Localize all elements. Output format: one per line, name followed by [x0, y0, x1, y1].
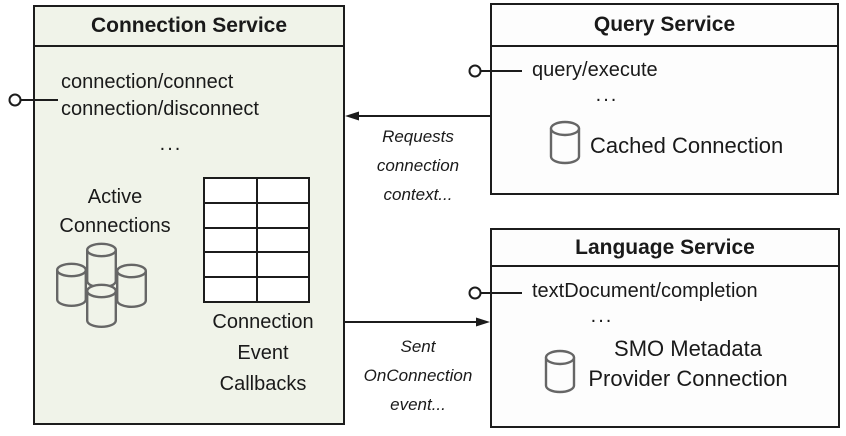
method-textdocument-completion: textDocument/completion	[532, 280, 758, 302]
language-service-title: Language Service	[492, 230, 838, 267]
query-service-box: Query Service query/execute ... Cached C…	[490, 3, 839, 195]
grid-cell	[257, 203, 308, 227]
sent-onconnection-event-label: Sent OnConnection event...	[363, 337, 473, 414]
active-connections-label: Active Connections	[59, 186, 171, 237]
sent-event-arrow	[345, 317, 490, 327]
grid-cell	[205, 253, 256, 277]
database-cylinder-icon	[549, 120, 581, 165]
grid-cell	[205, 179, 256, 202]
method-query-execute: query/execute	[532, 59, 658, 81]
query-service-title: Query Service	[492, 5, 837, 47]
database-cylinder-icon	[544, 349, 576, 394]
grid-cell	[257, 278, 308, 301]
cylinder-bottom	[85, 283, 118, 329]
requests-arrow	[345, 111, 490, 121]
grid-cell	[205, 228, 256, 252]
connection-event-callbacks-label: Connection Event Callbacks	[212, 311, 314, 395]
smo-metadata-provider-label: SMO Metadata Provider Connection	[588, 336, 788, 391]
grid-cell	[257, 228, 308, 252]
grid-cell	[257, 179, 308, 202]
cylinder-left	[55, 262, 88, 308]
connection-service-title: Connection Service	[35, 7, 343, 47]
query-methods-ellipsis: ...	[595, 84, 619, 106]
grid-cell	[205, 203, 256, 227]
method-connection-disconnect: connection/disconnect	[61, 98, 259, 120]
grid-cell	[257, 253, 308, 277]
method-connection-connect: connection/connect	[61, 71, 234, 93]
requests-connection-context-label: Requests connection context...	[376, 127, 460, 204]
cached-connection-label: Cached Connection	[590, 133, 784, 158]
callback-table-grid	[203, 177, 310, 303]
connection-methods-ellipsis: ...	[159, 133, 183, 155]
database-cylinders-cluster-icon	[55, 242, 148, 329]
connection-service-box: Connection Service connection/connect co…	[33, 5, 345, 425]
cylinder-top	[85, 242, 118, 289]
language-methods-ellipsis: ...	[590, 305, 614, 327]
grid-cell	[205, 278, 256, 301]
language-service-box: Language Service textDocument/completion…	[490, 228, 840, 428]
connection-methods: connection/connect connection/disconnect	[61, 69, 259, 123]
cylinder-right	[115, 263, 148, 309]
